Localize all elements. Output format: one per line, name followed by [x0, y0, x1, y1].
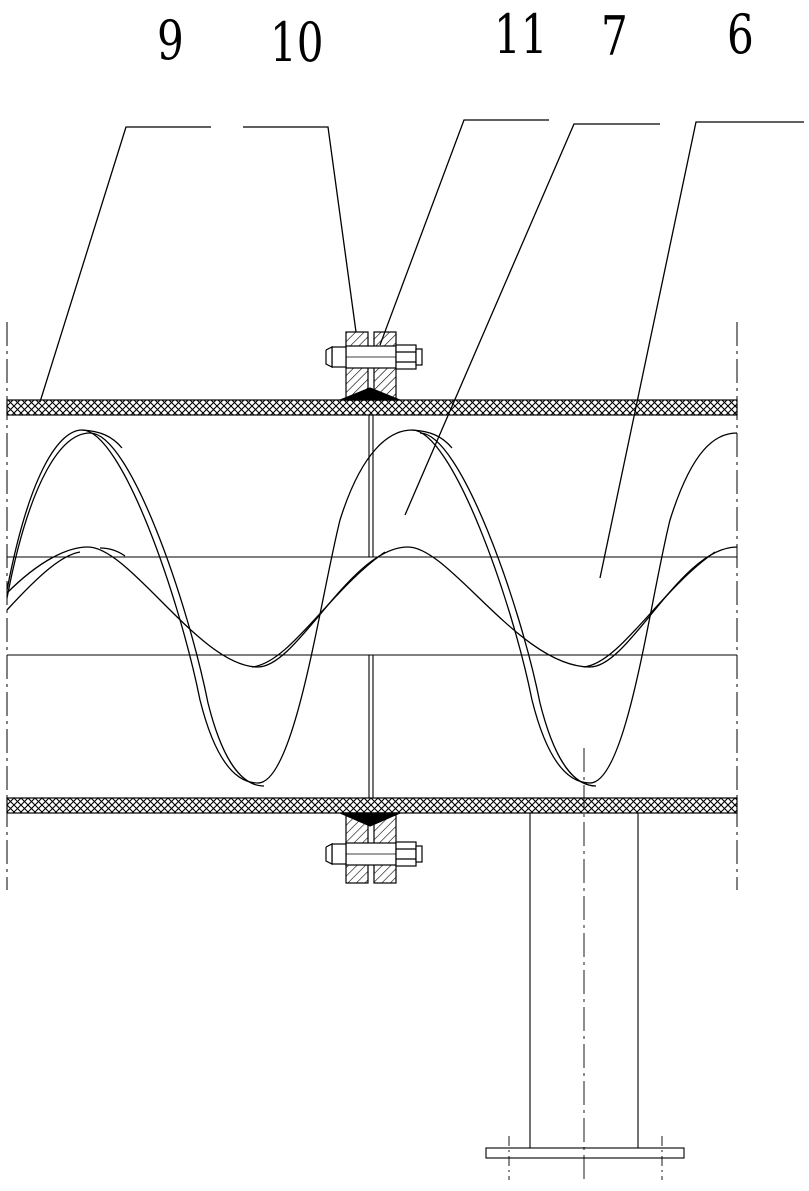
top-wall — [6, 399, 738, 416]
shaft-lines — [7, 415, 737, 798]
bottom-wall — [6, 797, 738, 814]
callout-label-11: 11 — [494, 3, 548, 66]
callout-label-10: 10 — [270, 11, 324, 74]
leader-9 — [39, 126, 211, 403]
leader-lines — [39, 119, 804, 579]
small-helix — [6, 546, 738, 668]
callout-label-6: 6 — [727, 3, 754, 66]
tube-walls — [6, 399, 738, 814]
support-leg — [485, 748, 685, 1180]
callout-label-7: 7 — [601, 5, 628, 68]
leader-7 — [404, 123, 660, 516]
leader-6 — [599, 121, 804, 579]
bottom-flange — [325, 812, 423, 884]
top-flange — [325, 331, 423, 401]
leader-11 — [379, 119, 549, 346]
boundary-lines — [6, 322, 738, 890]
leader-10 — [243, 126, 357, 333]
callout-label-9: 9 — [157, 9, 184, 72]
large-helix — [6, 429, 738, 787]
